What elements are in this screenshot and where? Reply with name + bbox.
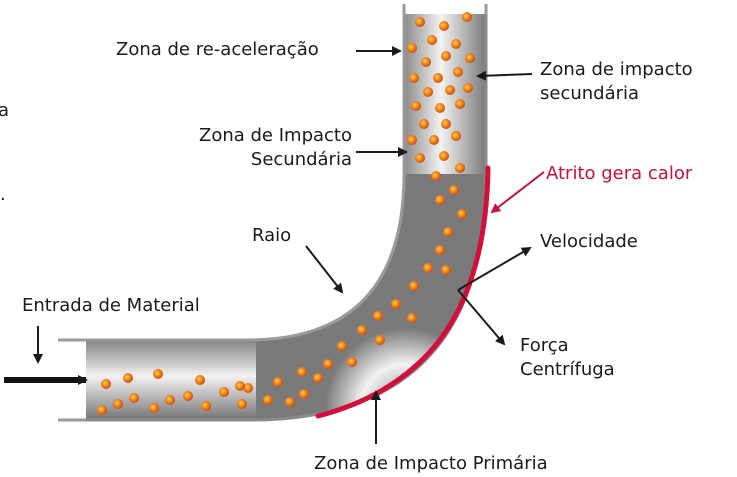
inlet-opening (58, 338, 86, 422)
particle (409, 281, 419, 291)
arrow-friction (490, 171, 545, 214)
particle (462, 12, 472, 22)
pipe-vertical-section (404, 14, 486, 174)
particle (449, 185, 459, 195)
particle (97, 405, 107, 415)
label-centrifugal-force-line1: Força (520, 335, 569, 356)
particle (423, 87, 433, 97)
particle (415, 17, 425, 27)
particle (441, 51, 451, 61)
label-secondary-impact-right-line2: secundária (540, 83, 640, 104)
particle (439, 151, 449, 161)
particle (347, 357, 357, 367)
particle (433, 73, 443, 83)
label-radius: Raio (252, 225, 292, 246)
particle (465, 53, 475, 63)
label-centrifugal-force: Força Centrífuga (520, 334, 615, 382)
arrow-centrifugal-force (457, 289, 506, 346)
particle (407, 43, 417, 53)
arrow-velocity (457, 246, 532, 291)
particle (237, 399, 247, 409)
top-opening (402, 4, 488, 14)
particle (453, 67, 463, 77)
particle (427, 35, 437, 45)
particle (407, 313, 417, 323)
particle (435, 195, 445, 205)
particle (391, 299, 401, 309)
particle (201, 401, 211, 411)
particle (423, 263, 433, 273)
particle (195, 375, 205, 385)
label-centrifugal-force-line2: Centrífuga (520, 359, 615, 380)
particle (375, 335, 385, 345)
particle (445, 85, 455, 95)
particle (113, 399, 123, 409)
particle (451, 39, 461, 49)
particle (455, 99, 465, 109)
particle (337, 341, 347, 351)
particle (451, 131, 461, 141)
particle (441, 119, 451, 129)
particle (411, 101, 421, 111)
material-particles (97, 12, 475, 415)
particle (273, 377, 283, 387)
particle (419, 119, 429, 129)
label-friction-generates-heat: Atrito gera calor (546, 163, 693, 184)
particle (313, 373, 323, 383)
particle (263, 395, 273, 405)
particle (243, 383, 253, 393)
particle (219, 387, 229, 397)
arrow-radius (305, 245, 344, 294)
particle (123, 373, 133, 383)
particle (407, 135, 417, 145)
particle (463, 83, 473, 93)
pipe-horizontal-section (86, 342, 256, 418)
friction-wear-line (315, 165, 491, 419)
label-secondary-impact-right: Zona de impacto secundária (540, 58, 693, 106)
particle (421, 57, 431, 67)
particle (323, 359, 333, 369)
particle (435, 103, 445, 113)
particle (441, 265, 451, 275)
label-re-acceleration-zone: Zona de re-aceleração (116, 39, 319, 60)
particle (153, 369, 163, 379)
particle (235, 381, 245, 391)
annotation-arrows (4, 46, 545, 444)
arrow-secondary-impact-right (476, 70, 533, 81)
edge-text-fragment-bottom: . (0, 184, 6, 205)
label-secondary-impact-left-line1: Zona de Impacto (199, 125, 352, 146)
particle (455, 163, 465, 173)
particle (373, 311, 383, 321)
particle (165, 395, 175, 405)
particle (299, 389, 309, 399)
label-secondary-impact-right-line1: Zona de impacto (540, 59, 693, 80)
particle (443, 227, 453, 237)
label-primary-impact-zone: Zona de Impacto Primária (314, 453, 548, 474)
particle (429, 135, 439, 145)
edge-text-fragment-top: a (0, 100, 10, 121)
particle (439, 21, 449, 31)
particle (357, 325, 367, 335)
particle (183, 391, 193, 401)
particle (149, 403, 159, 413)
particle (415, 153, 425, 163)
particle (297, 367, 307, 377)
particle (457, 209, 467, 219)
particle (101, 379, 111, 389)
particle (409, 73, 419, 83)
label-material-inlet: Entrada de Material (22, 295, 200, 316)
pipe-outline-inner (86, 14, 406, 342)
particle (285, 397, 295, 407)
label-secondary-impact-left: Zona de Impacto Secundária (172, 124, 352, 172)
particle (129, 393, 139, 403)
label-secondary-impact-left-line2: Secundária (250, 149, 352, 170)
label-velocity: Velocidade (540, 231, 638, 252)
particle (435, 245, 445, 255)
particle (431, 171, 441, 181)
